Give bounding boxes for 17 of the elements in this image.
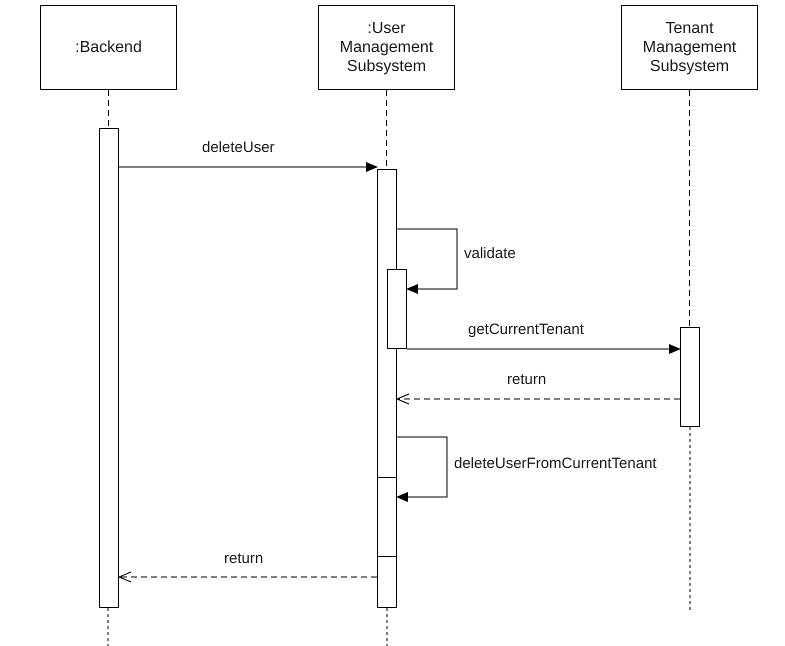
self-call-arrow — [396, 436, 448, 502]
edge-label: getCurrentTenant — [466, 321, 586, 338]
lifeline-head: :Backend — [40, 5, 177, 90]
lifeline-head: Tenant Management Subsystem — [621, 5, 758, 90]
activation-bar — [680, 327, 700, 427]
activation-bar — [387, 269, 407, 349]
lifeline — [108, 90, 109, 128]
return-arrow — [396, 394, 680, 404]
return-arrow — [118, 572, 378, 582]
lifeline — [689, 90, 690, 328]
activation-bar — [377, 169, 397, 608]
activation-bar — [99, 128, 119, 608]
self-call-arrow — [396, 228, 458, 294]
activation-bar — [377, 477, 397, 557]
message-arrow — [406, 344, 681, 354]
lifeline-head: :User Management Subsystem — [318, 5, 455, 90]
message-arrow — [118, 162, 378, 172]
